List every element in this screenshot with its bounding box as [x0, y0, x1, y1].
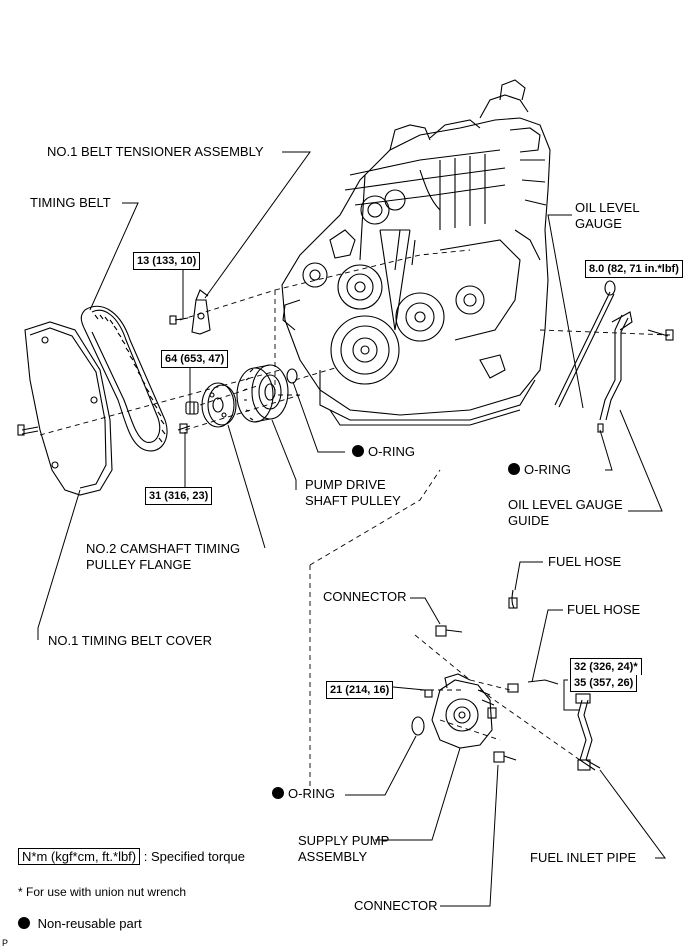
torque-8: 8.0 (82, 71 in.*lbf) [585, 260, 683, 278]
nonreusable-dot [508, 463, 520, 475]
label-fuel-hose-1: FUEL HOSE [548, 554, 622, 569]
label-fuel-hose-2: FUEL HOSE [567, 602, 641, 617]
label-cam-flange-2: PULLEY FLANGE [86, 557, 192, 572]
oring-2-text: O-RING [524, 462, 571, 477]
label-cam-flange-1: NO.2 CAMSHAFT TIMING [86, 541, 241, 556]
pump-pulley [236, 364, 298, 423]
torque-32: 32 (326, 24)* [570, 658, 642, 675]
torque-21: 21 (214, 16) [326, 681, 394, 699]
fuel-hose-upper [508, 589, 518, 609]
belt-tensioner [169, 289, 211, 335]
torque-13: 13 (133, 10) [133, 252, 201, 270]
label-fuel-inlet-pipe: FUEL INLET PIPE [530, 850, 637, 865]
torque-64: 64 (653, 47) [161, 350, 229, 368]
legend-torque: N*m (kgf*cm, ft.*lbf) : Specified torque [18, 848, 245, 865]
corner-code: P [2, 938, 9, 948]
oring-1-text: O-RING [368, 444, 415, 459]
label-belt-tensioner: NO.1 BELT TENSIONER ASSEMBLY [47, 144, 264, 159]
label-connector-1: CONNECTOR [323, 589, 407, 604]
legend-note: * For use with union nut wrench [18, 885, 187, 899]
nonreusable-dot [272, 787, 284, 799]
connector-upper [435, 625, 463, 637]
nonreusable-dot [352, 445, 364, 457]
label-supply-pump-2: ASSEMBLY [298, 849, 368, 864]
fuel-hose-lower [507, 679, 559, 693]
label-pump-pulley-2: SHAFT PULLEY [305, 493, 401, 508]
connector-lower [493, 751, 517, 763]
camshaft-flange [201, 382, 237, 428]
label-timing-belt: TIMING BELT [30, 195, 111, 210]
oil-level-gauge [554, 280, 616, 408]
label-supply-pump-1: SUPPLY PUMP [298, 833, 390, 848]
label-pump-pulley-1: PUMP DRIVE [305, 477, 386, 492]
oring-3-text: O-RING [288, 786, 335, 801]
pulley-bolt [185, 401, 199, 415]
label-oil-level-gauge-2: GAUGE [575, 216, 622, 231]
timing-belt [80, 305, 168, 452]
oil-level-gauge-guide [597, 311, 674, 433]
legend-unit-text: : Specified torque [143, 849, 245, 864]
engine-block [281, 79, 551, 426]
timing-belt-cover [17, 321, 113, 496]
flange-bolt [177, 423, 191, 434]
label-oring-2: O-RING [508, 462, 571, 478]
fuel-inlet-pipe [575, 693, 601, 771]
label-gauge-guide-2: GUIDE [508, 513, 550, 528]
torque-35: 35 (357, 26) [570, 675, 638, 692]
supply-pump [411, 673, 497, 749]
legend-unit-box: N*m (kgf*cm, ft.*lbf) [18, 848, 141, 865]
label-oring-1: O-RING [352, 444, 415, 460]
label-oring-3: O-RING [272, 786, 335, 802]
label-timing-belt-cover: NO.1 TIMING BELT COVER [48, 633, 212, 648]
label-connector-2: CONNECTOR [354, 898, 438, 913]
legend-nonreusable: Non-reusable part [18, 916, 142, 932]
nonreusable-dot [18, 917, 30, 929]
leader-lines [37, 151, 666, 907]
alignment-lines [39, 249, 671, 790]
torque-31: 31 (316, 23) [145, 487, 213, 505]
legend-nonreusable-text: Non-reusable part [37, 916, 142, 931]
label-gauge-guide-1: OIL LEVEL GAUGE [508, 497, 623, 512]
label-oil-level-gauge-1: OIL LEVEL [575, 200, 640, 215]
